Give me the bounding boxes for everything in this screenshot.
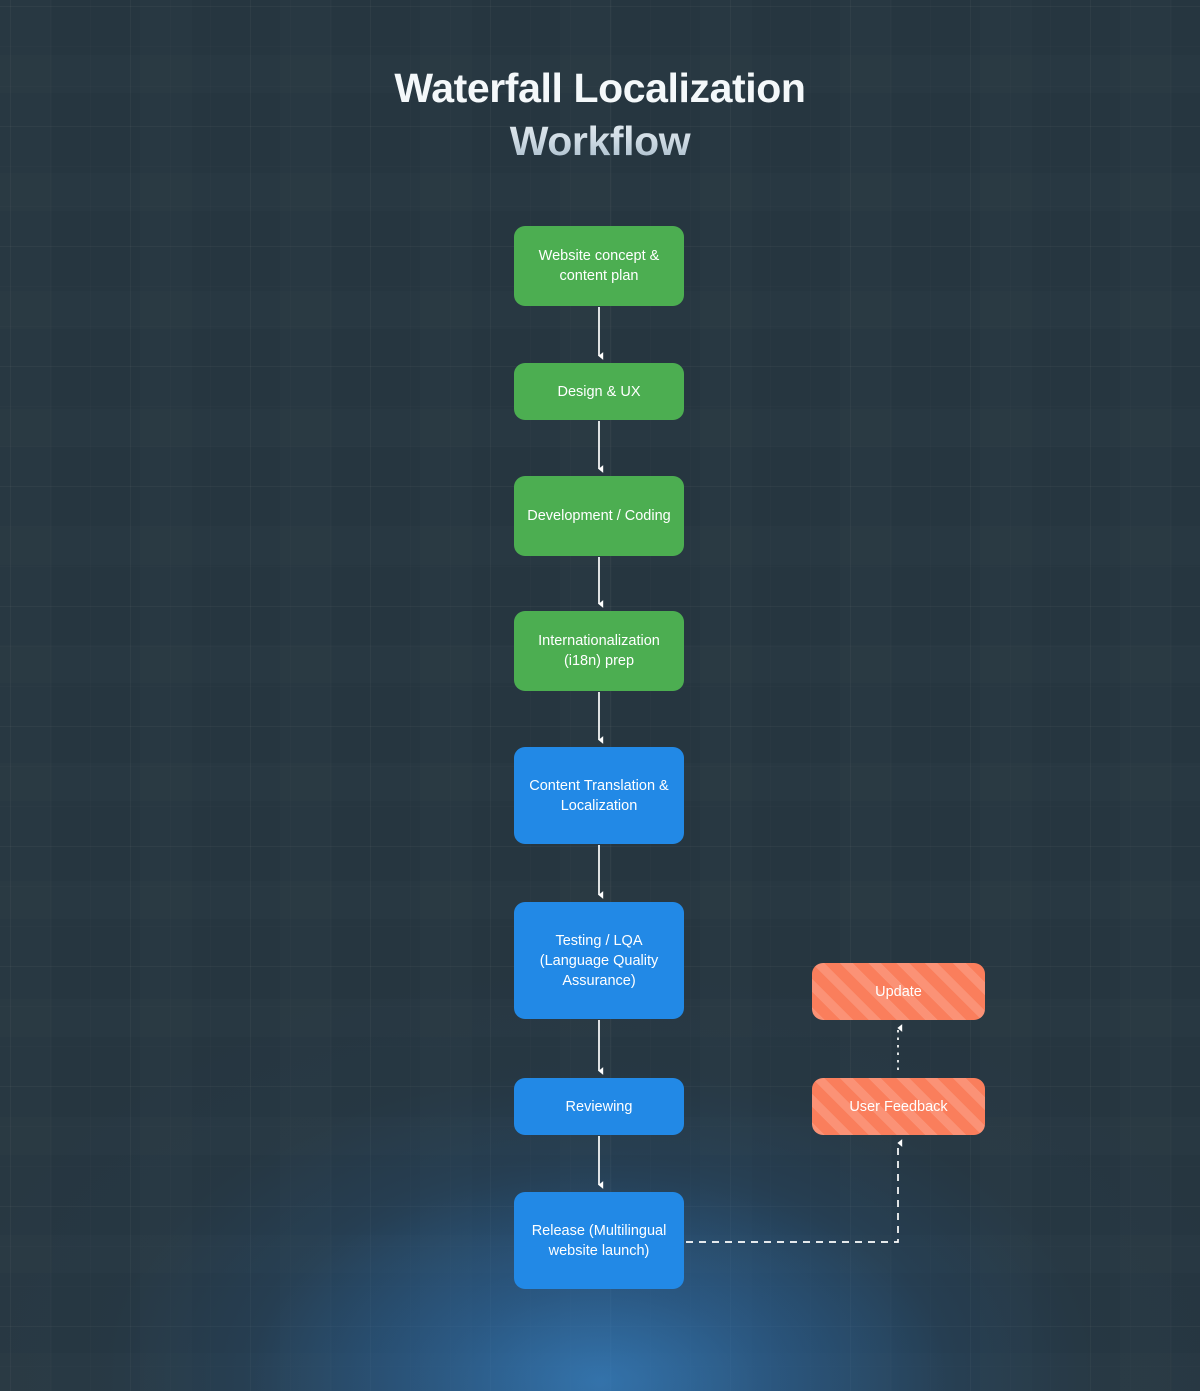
page-title: Waterfall Localization Workflow [0,62,1200,168]
node-content-translation[interactable]: Content Translation & Localization [514,747,684,844]
title-line-primary: Waterfall Localization [394,65,806,111]
node-design-ux[interactable]: Design & UX [514,363,684,420]
node-testing-lqa[interactable]: Testing / LQA (Language Quality Assuranc… [514,902,684,1019]
node-website-concept[interactable]: Website concept & content plan [514,226,684,306]
node-development-coding[interactable]: Development / Coding [514,476,684,556]
node-release[interactable]: Release (Multilingual website launch) [514,1192,684,1289]
node-update[interactable]: Update [812,963,985,1020]
edge-release-feedback [686,1139,903,1243]
node-reviewing[interactable]: Reviewing [514,1078,684,1135]
title-line-secondary: Workflow [0,115,1200,168]
node-internationalization-prep[interactable]: Internationalization (i18n) prep [514,611,684,691]
node-user-feedback[interactable]: User Feedback [812,1078,985,1135]
